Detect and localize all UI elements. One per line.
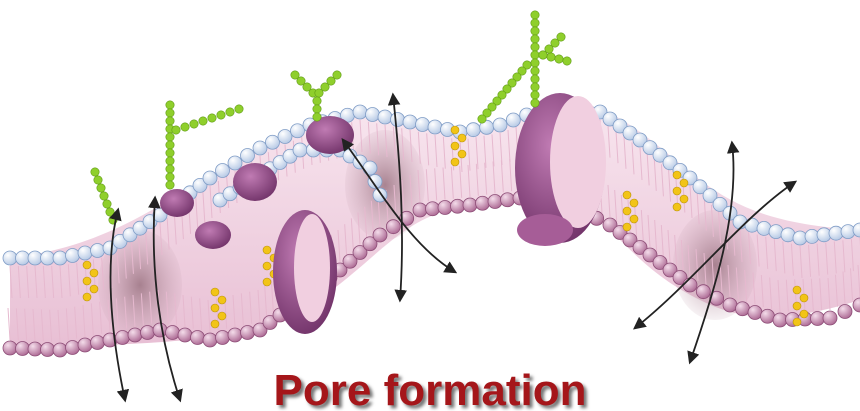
phospholipid-head	[773, 313, 787, 327]
phospholipid-head	[696, 285, 710, 299]
phospholipid-head	[391, 113, 405, 127]
phospholipid-head	[488, 195, 502, 209]
peripheral-protein	[306, 116, 354, 154]
phospholipid-head	[241, 149, 255, 163]
peripheral-protein	[233, 163, 277, 201]
phospholipid-head	[386, 220, 400, 234]
phospholipid-head	[501, 193, 515, 207]
phospholipid-head	[16, 251, 30, 265]
phospholipid-head	[293, 143, 307, 157]
phospholipid-head	[838, 305, 852, 319]
phospholipid-head	[451, 199, 465, 213]
phospholipid-head	[241, 326, 255, 340]
phospholipid-head	[378, 110, 392, 124]
phospholipid-head	[28, 251, 42, 265]
phospholipid-head	[228, 156, 242, 170]
phospholipid-head	[291, 124, 305, 138]
phospholipid-head	[216, 164, 230, 178]
phospholipid-head	[3, 251, 17, 265]
phospholipid-head	[53, 251, 67, 265]
transmembrane-protein	[273, 210, 337, 334]
glycan	[91, 168, 117, 224]
phospholipid-head	[203, 333, 217, 347]
phospholipid-head	[761, 309, 775, 323]
phospholipid-head	[366, 108, 380, 122]
phospholipid-head	[363, 161, 377, 175]
phospholipid-head	[506, 113, 520, 127]
phospholipid-head	[191, 331, 205, 345]
phospholipid-head	[153, 323, 167, 337]
phospholipid-head	[41, 251, 55, 265]
peripheral-protein	[195, 221, 231, 249]
phospholipid-head	[16, 342, 30, 356]
phospholipid-head	[266, 135, 280, 149]
phospholipid-head	[66, 341, 80, 355]
phospholipid-head	[403, 115, 417, 129]
peripheral-protein	[160, 189, 194, 217]
phospholipid-head	[416, 118, 430, 132]
phospholipid-head	[463, 198, 477, 212]
phospholipid-head	[166, 326, 180, 340]
phospholipid-head	[91, 336, 105, 350]
phospholipid-head	[41, 343, 55, 357]
phospholipid-head	[748, 306, 762, 320]
figure-caption: Pore formation	[0, 366, 860, 411]
phospholipid-head	[736, 302, 750, 316]
phospholipid-head	[493, 118, 507, 132]
phospholipid-head	[476, 196, 490, 210]
phospholipid-head	[413, 203, 427, 217]
phospholipid-head	[53, 343, 67, 357]
phospholipid-head	[203, 171, 217, 185]
phospholipid-head	[278, 130, 292, 144]
phospholipid-head	[216, 331, 230, 345]
phospholipid-head	[116, 331, 130, 345]
phospholipid-head	[428, 120, 442, 134]
phospholipid-head	[128, 328, 142, 342]
phospholipid-head	[253, 141, 267, 155]
phospholipid-head	[66, 249, 80, 263]
phospholipid-head	[228, 328, 242, 342]
phospholipid-head	[466, 123, 480, 137]
phospholipid-head	[3, 341, 17, 355]
phospholipid-head	[178, 328, 192, 342]
phospholipid-head	[823, 311, 837, 325]
phospholipid-head	[353, 105, 367, 119]
phospholipid-head	[811, 312, 825, 326]
phospholipid-head	[141, 326, 155, 340]
phospholipid-head	[723, 298, 737, 312]
phospholipid-head	[78, 246, 92, 260]
phospholipid-head	[438, 201, 452, 215]
phospholipid-head	[373, 228, 387, 242]
phospholipid-head	[426, 202, 440, 216]
phospholipid-head	[683, 278, 697, 292]
phospholipid-head	[28, 342, 42, 356]
phospholipid-head	[91, 244, 105, 258]
phospholipid-head	[78, 338, 92, 352]
